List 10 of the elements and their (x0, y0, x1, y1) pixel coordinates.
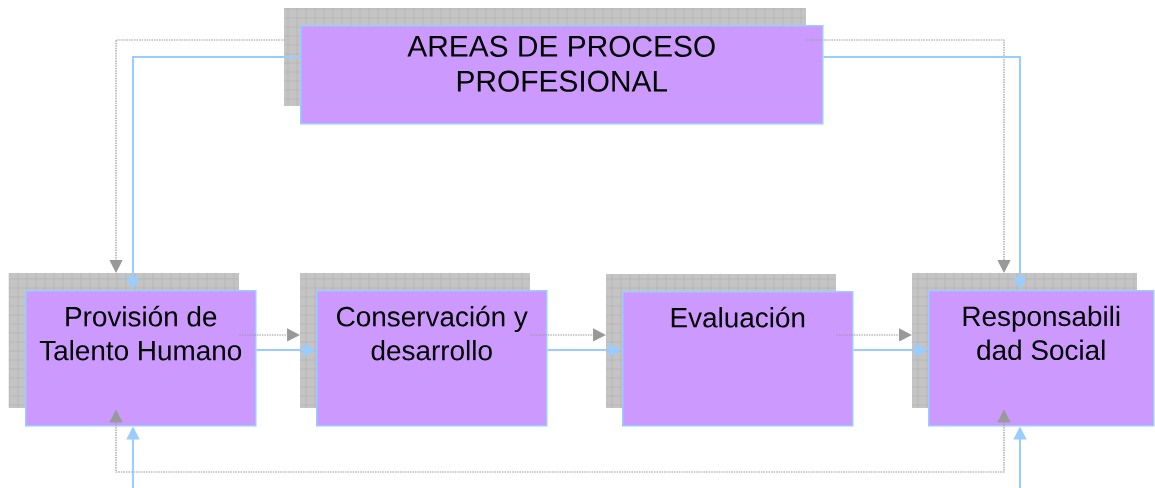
arrow (238, 328, 300, 342)
process-box: AREAS DE PROCESO PROFESIONAL (300, 25, 824, 125)
process-box: Responsabili dad Social (928, 290, 1155, 427)
process-box: Evaluación (622, 291, 854, 427)
process-box: Conservación y desarrollo (316, 290, 548, 427)
arrow (109, 39, 286, 273)
arrow (805, 39, 1011, 273)
arrow (529, 328, 606, 342)
arrow (835, 328, 912, 342)
process-box: Provisión de Talento Humano (25, 290, 257, 427)
